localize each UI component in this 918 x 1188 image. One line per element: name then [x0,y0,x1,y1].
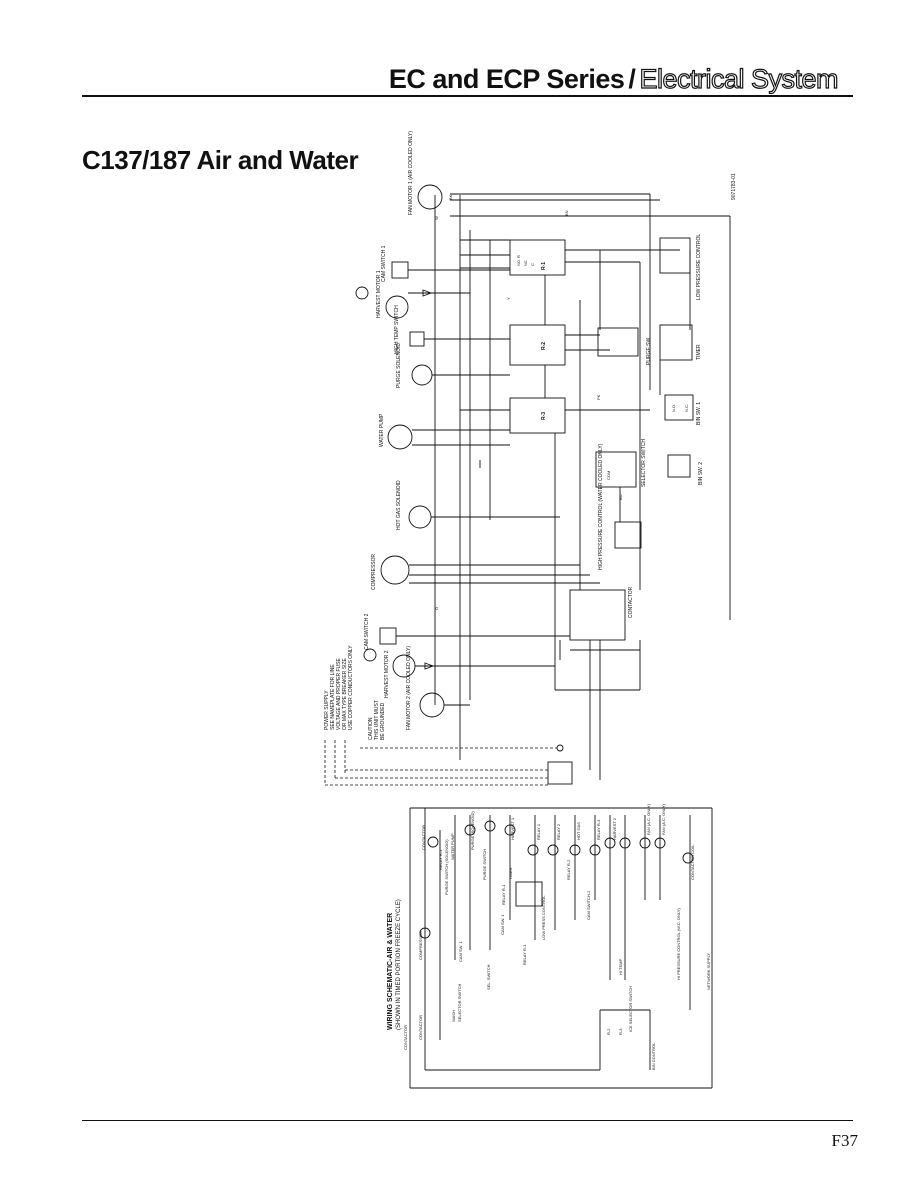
purge-switch-label: PURGE SW [646,337,652,365]
timer-label: TIMER [696,344,702,360]
schematic-load-label: HARVEST 2 [612,817,617,840]
hot-gas-solenoid-label: HOT GAS SOLENOID [396,480,402,530]
page-title: C137/187 Air and Water [82,145,359,175]
drawing-number: 9071783-01 [731,173,737,200]
schematic-title: WIRING SCHEMATIC-AIR & WATER [387,913,394,1030]
schematic-label: SEL. SWITCH [486,964,491,990]
cam-switch-1-label: CAM SWITCH 1 [381,245,387,282]
schematic-label: COMPRESSOR [418,931,423,960]
bin-switch-1-label: BIN SW. 1 [696,402,702,425]
schematic-label: WASH [451,1010,456,1022]
harvest-motor-1-label: HARVEST MOTOR 1 [376,270,382,318]
contact-label: C [530,263,535,266]
schematic-label: RELAY R-1 [438,849,443,870]
schematic-label: LOW PRESS CONTROL [541,895,546,940]
header-rule [82,95,853,97]
contact-label: N.O. [671,404,676,412]
schematic-subtitle: (SHOWN IN TIMED PORTION FREEZE CYCLE) [396,899,402,1030]
fan-motor-1-label: FAN MOTOR 1 (AIR COOLED ONLY) [408,131,414,215]
schematic-label: PURGE SWITCH (SOLENOID) [444,839,449,895]
schematic-load-label: FAN (A.C. ONLY) [646,803,651,835]
relay-3-label: R-3 [541,412,547,420]
contactor-label: CONTACTOR [628,586,634,618]
header-separator: / [628,64,636,94]
power-supply-note-3: VOLTAGE AND PROPER FUSE [336,658,342,730]
schematic-label: R-2 [606,1028,611,1035]
schematic-load-label: HOT GAS [576,822,581,840]
contact-label: NC [523,260,528,266]
power-supply-note-4: OR MAX TYPE BREAKER SIZE [342,657,348,730]
schematic-label: TIMER [508,867,513,880]
schematic-label: BIN CONTROL [651,1042,656,1070]
series-title: EC and ECP Series [388,64,625,94]
caution-note-1: CAUTION [368,717,374,740]
selector-switch-label: SELECTOR SWITCH [641,439,647,487]
schematic-load-label: HARVEST 1 [510,817,515,840]
schematic-label: RELAY R-2 [566,859,571,880]
power-supply-note-2: SEE NAMEPLATE FOR LINE [330,664,336,730]
schematic-load-label: RELAY 2 [556,823,561,840]
wire-code-label: BU [618,494,623,500]
schematic-load-label: WATER PUMP [450,833,455,860]
schematic-label: R-3 [618,1028,623,1035]
schematic-load-label: RELAY 1 [536,823,541,840]
schematic-label: CONTACTOR [418,1015,423,1040]
footer-rule [82,1120,853,1121]
bin-switch-2-label: BIN SW. 2 [698,462,704,485]
contact-label: NO [516,260,521,266]
schematic-load-label: CONTACTOR [421,825,426,850]
schematic-label: NETWORK SUPPLY [706,953,711,990]
power-supply-note-5: USE COPPER CONDUCTORS ONLY [348,645,354,730]
schematic-label: CAM SWITCH-2 [586,890,591,920]
wire-code-label: PK [596,394,601,400]
schematic-label: HI TEMP [618,959,623,975]
caution-note-2: THIS UNIT MUST [374,700,380,740]
schematic-label: SELECTOR SWITCH [457,984,462,1022]
contact-label: COM [606,471,611,480]
relay-2-label: R-2 [541,342,547,350]
section-title: Electrical System [639,63,839,94]
schematic-label: CAM SW. 1 [500,914,505,935]
section-header: EC and ECP Series/Electrical System [388,63,839,95]
schematic-load-label: PURGE (SOLENOID) [470,811,475,850]
schematic-label: ICE SELECTOR SWITCH [628,986,633,1032]
wire-code-label: O [434,607,439,610]
schematic-label: RELAY R-1 [522,944,527,965]
schematic-label: HI PRESSURE CONTROL (W.C. ONLY) [676,908,681,980]
power-supply-note-1: POWER SUPPLY [324,690,330,730]
wire-code-label: W [434,216,439,220]
fan-motor-2-label: FAN MOTOR 2 (AIR COOLED ONLY) [406,646,412,730]
harvest-motor-2-label: HARVEST MOTOR 2 [384,650,390,698]
wire-code-label: Y [506,297,511,300]
low-pressure-control-label: LOW PRESSURE CONTROL [696,234,702,300]
wire-code-label: BK [448,194,453,200]
schematic-label: CAM SW. 1 [458,941,463,962]
page-number: F37 [831,1131,858,1150]
schematic-label: PURGE SWITCH [482,849,487,880]
high-pressure-control-label: HIGH PRESSURE CONTROL (WATER COOLED ONLY… [598,443,604,570]
wire-code-label: R [516,255,521,258]
schematic-label: RELAY R-1 [501,884,506,905]
compressor-label: COMPRESSOR [371,553,377,590]
purge-solenoid-label: PURGE SOLENOID [396,343,402,388]
schematic-load-label: FAN (A.C. ONLY) [661,803,666,835]
wire-code-label: BN [564,210,569,216]
hi-temp-switch-label: HIGH TEMP SWITCH [394,305,400,354]
cam-switch-2-label: CAM SWITCH 2 [364,613,370,650]
caution-note-3: BE GROUNDED [380,702,386,740]
schematic-load-label: RELAY R-3 [596,819,601,840]
contact-label: N.C. [684,404,689,412]
schematic-label: CONTACTOR [403,1025,408,1050]
water-pump-label: WATER PUMP [379,413,385,447]
schematic-load-label: CONTACTOR COIL [690,844,695,880]
relay-1-label: R-1 [541,262,547,270]
